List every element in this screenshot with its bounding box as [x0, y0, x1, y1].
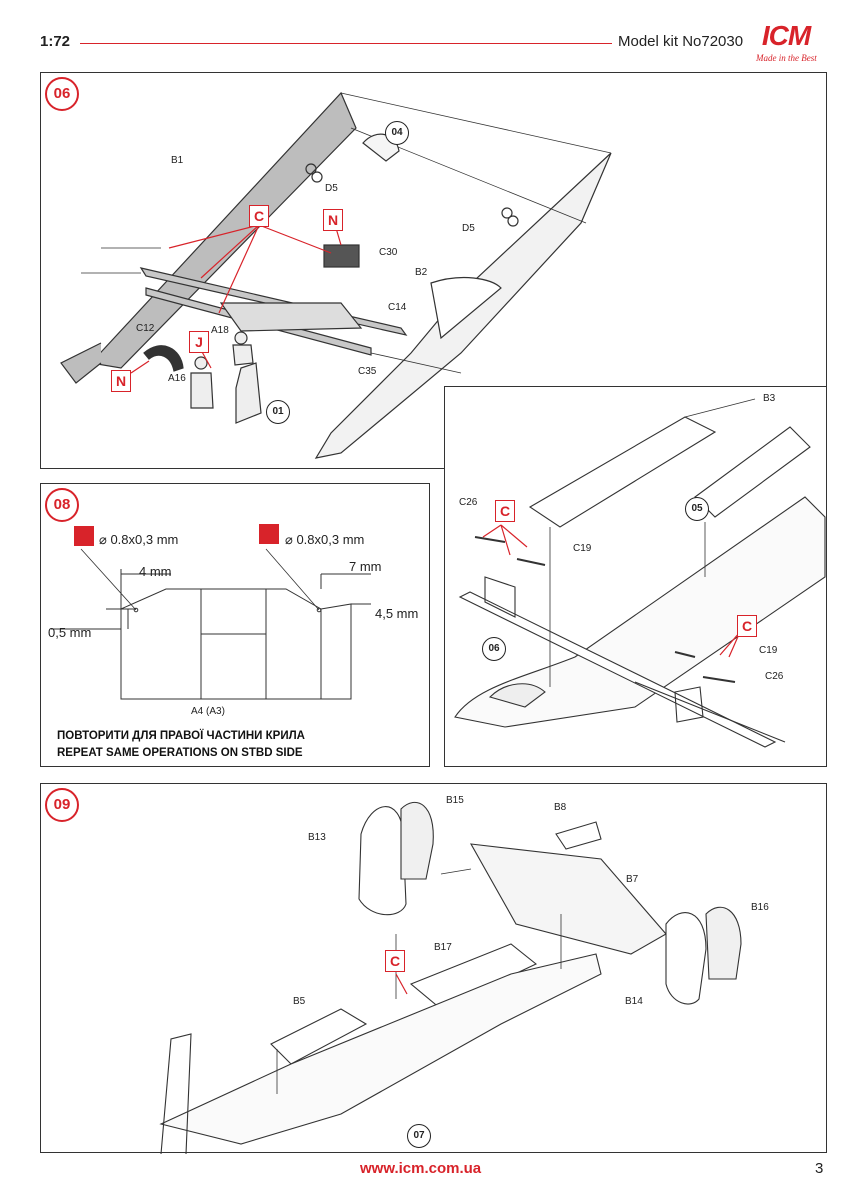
part-b17: B17 — [434, 942, 452, 953]
dim-45mm: 4,5 mm — [375, 606, 419, 621]
page-number: 3 — [815, 1160, 824, 1177]
step-number-08: 08 — [45, 488, 79, 522]
part-b7: B7 — [626, 874, 639, 885]
step-06-panel: 06 04 01 B1 D5 C30 D5 B2 C14 C12 A18 A16… — [40, 72, 827, 469]
color-tag-n-bottom: N — [111, 370, 131, 392]
part-a16: A16 — [168, 373, 186, 384]
color-tag-c-bottom: C — [737, 615, 757, 637]
part-b14: B14 — [625, 996, 643, 1007]
part-c19-top: C19 — [573, 543, 592, 554]
part-b2: B2 — [415, 267, 428, 278]
scale-label: 1:72 — [40, 33, 71, 50]
color-tag-j: J — [189, 331, 209, 353]
color-tag-c: C — [249, 205, 269, 227]
part-c26-bottom: C26 — [765, 671, 784, 682]
part-c14: C14 — [388, 302, 407, 313]
step-07-drawing — [454, 398, 826, 748]
drill-icon-right — [259, 524, 279, 544]
step-number-09: 09 — [45, 788, 79, 822]
header-rule — [80, 43, 612, 44]
part-d5-right: D5 — [462, 223, 475, 234]
part-d5-left: D5 — [325, 183, 338, 194]
part-b16: B16 — [751, 902, 769, 913]
part-b15: B15 — [446, 795, 464, 806]
part-b8: B8 — [554, 802, 567, 813]
dim-4mm: 4 mm — [139, 564, 172, 579]
color-tag-c: C — [385, 950, 405, 972]
logo-tagline: Made in the Best — [756, 53, 817, 63]
step-08-drawing — [51, 548, 371, 700]
dim-05mm: 0,5 mm — [48, 625, 92, 640]
part-b13: B13 — [308, 832, 326, 843]
ref-step-01: 01 — [266, 400, 290, 424]
footer-url[interactable]: www.icm.com.ua — [360, 1160, 482, 1177]
repeat-note-english: REPEAT SAME OPERATIONS ON STBD SIDE — [57, 747, 303, 759]
part-b5: B5 — [293, 996, 306, 1007]
step-08-panel: 08 ⌀ 0.8x0,3 mm ⌀ 0.8x0,3 mm 4 mm 7 mm 0… — [40, 483, 430, 767]
step-number-06: 06 — [45, 77, 79, 111]
kit-number: Model kit No72030 — [618, 33, 744, 50]
ref-step-07: 07 — [407, 1124, 431, 1148]
drill-spec-right: ⌀ 0.8x0,3 mm — [285, 532, 365, 547]
step-09-panel: 09 B15 B8 B13 B7 B16 B17 B14 B5 C 07 — [40, 783, 827, 1154]
part-b1: B1 — [171, 155, 184, 166]
step-07-panel: B3 C26 C19 C19 C26 05 06 C C — [444, 386, 827, 767]
color-tag-c-top: C — [495, 500, 515, 522]
step-06-drawing — [60, 91, 612, 459]
dim-7mm: 7 mm — [349, 559, 382, 574]
logo-text: ICM — [761, 20, 811, 51]
part-a18: A18 — [211, 325, 229, 336]
step-09-drawing — [159, 801, 742, 1154]
ref-step-05: 05 — [685, 497, 709, 521]
part-c26-top: C26 — [459, 497, 478, 508]
repeat-note-ukrainian: ПОВТОРИТИ ДЛЯ ПРАВОЇ ЧАСТИНИ КРИЛА — [57, 730, 305, 742]
ref-step-04: 04 — [385, 121, 409, 145]
drill-icon-left — [74, 526, 94, 546]
part-c35: C35 — [358, 366, 377, 377]
part-c19-bottom: C19 — [759, 645, 778, 656]
part-b3: B3 — [763, 393, 776, 404]
drill-spec-left: ⌀ 0.8x0,3 mm — [99, 532, 179, 547]
part-c30: C30 — [379, 247, 398, 258]
color-tag-n-top: N — [323, 209, 343, 231]
part-a4-a3: A4 (A3) — [191, 706, 225, 717]
icm-logo: ICM Made in the Best — [742, 18, 830, 68]
part-c12: C12 — [136, 323, 155, 334]
ref-step-06: 06 — [482, 637, 506, 661]
